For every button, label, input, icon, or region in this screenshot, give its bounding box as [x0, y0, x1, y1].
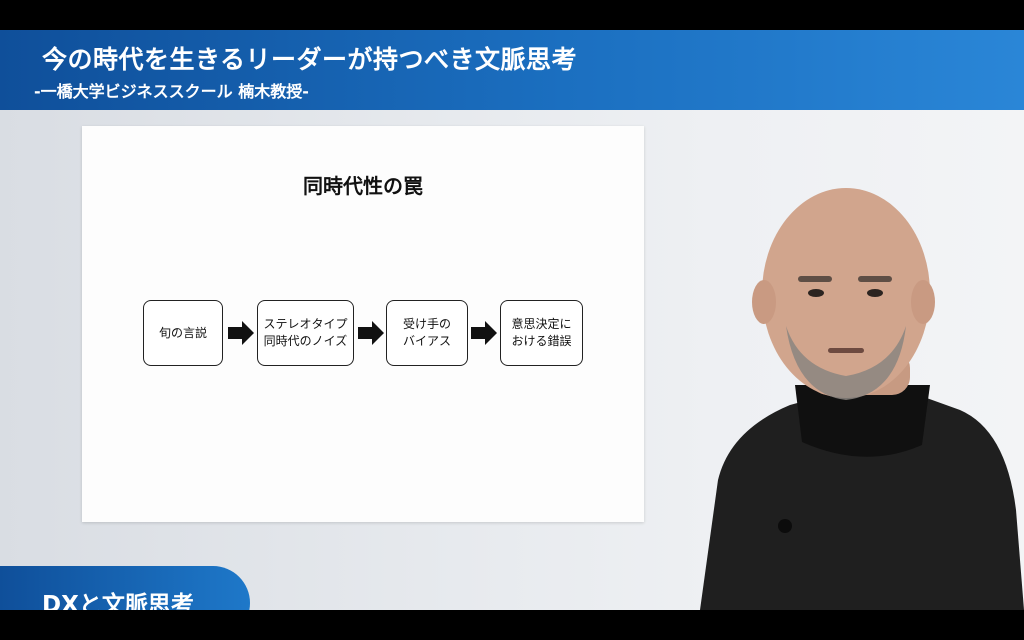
topic-banner	[0, 566, 250, 610]
flow-step-1: 旬の言説	[143, 300, 223, 366]
title-banner: 今の時代を生きるリーダーが持つべき文脈思考 -一橋大学ビジネススクール 楠木教授…	[0, 30, 1024, 110]
video-title: 今の時代を生きるリーダーが持つべき文脈思考	[42, 45, 578, 74]
topic-label: DXと文脈思考	[42, 592, 194, 610]
arrow-right-icon	[358, 321, 384, 345]
flow-step-4: 意思決定に おける錯誤	[500, 300, 583, 366]
flow-step-3-label: 受け手の バイアス	[402, 317, 451, 348]
video-subtitle: -一橋大学ビジネススクール 楠木教授-	[34, 82, 309, 101]
slide-title: 同時代性の罠	[303, 174, 423, 198]
flow-step-2-label: ステレオタイプ 同時代のノイズ	[263, 317, 348, 348]
flow-step-1-label: 旬の言説	[158, 325, 207, 340]
arrow-right-icon	[471, 321, 497, 345]
studio-background: 今の時代を生きるリーダーが持つべき文脈思考 -一橋大学ビジネススクール 楠木教授…	[0, 30, 1024, 610]
arrow-right-icon	[228, 321, 254, 345]
flow-step-3: 受け手の バイアス	[386, 300, 468, 366]
presentation-slide: 同時代性の罠 旬の言説 ステレオタイプ 同時代のノイズ 受け手の バイアス 意思…	[82, 126, 644, 522]
presenter-figure	[700, 188, 1024, 610]
flow-step-4-label: 意思決定に おける錯誤	[511, 317, 572, 348]
flow-step-2: ステレオタイプ 同時代のノイズ	[257, 300, 354, 366]
